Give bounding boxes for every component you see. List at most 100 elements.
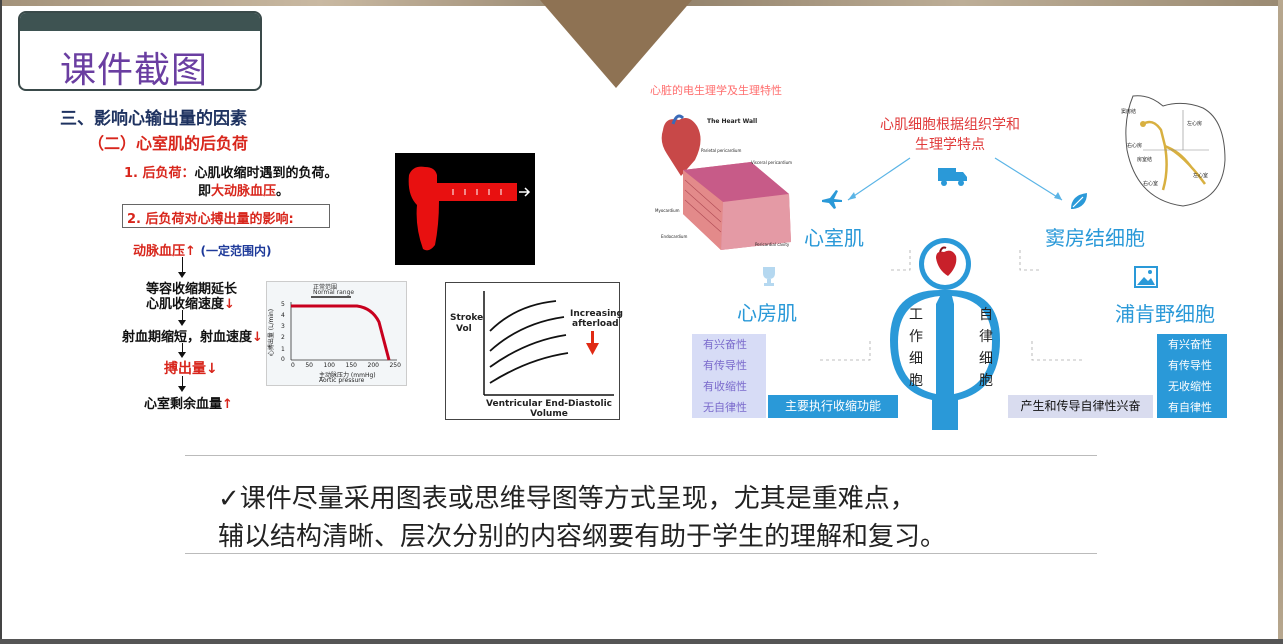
chart2-note-1: Increasing [570, 309, 623, 319]
work-cell-function: 主要执行收缩功能 [768, 395, 898, 418]
conduction-system-sketch: 窦房结 左心房 右心房 房室结 右心室 左心室 [1113, 90, 1231, 210]
chart1-x-label-cn: 主动脉压力 (mmHg) [319, 372, 376, 379]
flow-step-2a: 等容收缩期延长 [146, 282, 238, 297]
flow-connector [182, 343, 183, 354]
auto-cell-char: 细 [979, 351, 993, 367]
up-arrow-icon: ↑ [222, 397, 233, 412]
down-arrow-icon [178, 352, 186, 358]
x-tick: 0 [291, 362, 295, 369]
caption-bottom-rule [185, 553, 1097, 554]
flow-step-5: 心室剩余血量↑ [144, 393, 233, 412]
down-arrow-icon: ↓ [206, 361, 218, 377]
chart1-y-tick: 0 [281, 356, 285, 363]
afterload-effect-box: 2. 后负荷对心搏出量的影响: [122, 204, 330, 228]
flow-step-2b: 心肌收缩速度↓ [146, 293, 235, 312]
work-cell-char: 细 [909, 351, 923, 367]
cell-tree-diagram: 工 作 细 胞 自 律 细 胞 [870, 230, 1020, 430]
flow2b-text: 心肌收缩速度 [146, 297, 225, 312]
flow-connector [182, 257, 183, 273]
right-border [1278, 0, 1283, 644]
anat-label: 左心房 [1187, 121, 1203, 127]
property-item: 有传导性 [1168, 359, 1212, 372]
auto-cell-char: 自 [979, 307, 993, 323]
heart-label: Visceral pericardium [751, 160, 793, 165]
ventricle-node: 心室肌 [804, 226, 864, 250]
auto-cell-properties: 有兴奋性 有传导性 无收缩性 有自律性 [1157, 334, 1227, 418]
heart-wall-title: The Heart Wall [707, 118, 758, 125]
classification-heading: 心肌细胞根据组织学和 生理学特点 [880, 115, 1020, 155]
image-icon [1134, 266, 1158, 288]
flow5-text: 心室剩余血量 [144, 397, 223, 412]
anat-label: 房室结 [1137, 157, 1153, 163]
auto-cell-char: 胞 [979, 373, 993, 389]
plane-icon [820, 188, 844, 210]
atrium-node: 心房肌 [737, 301, 797, 325]
chart1-y-tick: 4 [281, 312, 285, 319]
x-tick: 250 [389, 362, 401, 369]
caption-line-2: 辅以结构清晰、层次分别的内容纲要有助于学生的理解和复习。 [218, 522, 947, 552]
dashed-guides [820, 250, 1082, 361]
afterload-equals: 即大动脉血压。 [198, 180, 289, 199]
property-item: 有传导性 [703, 359, 747, 372]
property-item: 无收缩性 [1168, 380, 1212, 393]
flow-step-1: 动脉血压↑ (一定范围内) [133, 240, 271, 259]
title-box: 课件截图 [18, 11, 262, 91]
down-arrow-icon [178, 320, 186, 326]
connector-arrows [847, 157, 1063, 201]
equals-prefix: 即 [198, 184, 212, 199]
heart-label: Pericardial cavity [755, 242, 790, 247]
x-tick: 100 [323, 362, 335, 369]
page-title: 课件截图 [60, 50, 209, 91]
chart2-x-label-1: Ventricular End-Diastolic [486, 399, 612, 409]
auto-cell-char: 律 [979, 329, 993, 345]
down-arrow-icon [178, 272, 186, 278]
heart-label: Parietal pericardium [701, 148, 742, 153]
anat-label: 窦房结 [1121, 109, 1137, 115]
classification-line1: 心肌细胞根据组织学和 [880, 117, 1020, 133]
flow1-range: (一定范围内) [200, 244, 272, 258]
work-cell-properties: 有兴奋性 有传导性 有收缩性 无自律性 [692, 334, 766, 418]
chart1-y-label: 心搏出量 (L/min) [268, 308, 276, 357]
flow3-text: 射血期缩短，射血速度 [122, 330, 253, 345]
stroke-volume-text: 搏出量 [164, 361, 206, 377]
title-bar [20, 13, 260, 31]
caption-line-1: ✓课件尽量采用图表或思维导图等方式呈现，尤其是重难点， [218, 484, 916, 514]
auto-cell-function: 产生和传导自律性兴奋 [1008, 395, 1153, 418]
flow-connector [182, 376, 183, 388]
heart-section-title: 心脏的电生理学及生理特性 [650, 84, 782, 97]
afterload-label: 1. 后负荷： [124, 166, 195, 181]
bottom-border [0, 639, 1283, 644]
chart1-y-tick: 5 [281, 301, 285, 308]
afterload-curves-chart: Stroke Vol Increasing afterload Ventricu… [445, 282, 623, 420]
chart2-note-2: afterload [572, 319, 619, 329]
equals-end: 。 [276, 184, 290, 199]
chart2-y-label-2: Vol [456, 324, 472, 334]
chart1-y-tick: 3 [281, 323, 285, 330]
down-arrow-icon: ↓ [224, 297, 235, 312]
down-arrow-icon [178, 386, 186, 392]
aorta-illustration [395, 153, 535, 265]
flow-step-4: 搏出量↓ [164, 358, 218, 378]
afterload-text: 心肌收缩时遇到的负荷。 [194, 166, 338, 181]
chart2-y-label-1: Stroke [450, 313, 484, 323]
truck-icon [938, 166, 968, 188]
trophy-icon [758, 265, 780, 287]
x-tick: 200 [367, 362, 379, 369]
chart1-top-en: Normal range [313, 289, 355, 296]
subsection-heading: （二）心室肌的后负荷 [88, 134, 249, 153]
chart1-y-tick: 1 [281, 346, 285, 353]
anat-label: 左心室 [1193, 173, 1209, 179]
property-item: 有兴奋性 [703, 338, 747, 351]
classification-line2: 生理学特点 [915, 137, 985, 153]
work-cell-char: 工 [909, 307, 923, 323]
property-item: 有兴奋性 [1168, 338, 1212, 351]
flow-step-3: 射血期缩短，射血速度↓ [122, 326, 263, 345]
left-border [0, 0, 2, 644]
aortic-pressure-text: 大动脉血压 [211, 184, 277, 199]
up-arrow-icon: ↑ [185, 244, 196, 259]
property-item: 有自律性 [1168, 401, 1212, 414]
heart-label: Endocardium [661, 234, 688, 239]
afterload-effect-title: 2. 后负荷对心搏出量的影响: [127, 212, 294, 227]
